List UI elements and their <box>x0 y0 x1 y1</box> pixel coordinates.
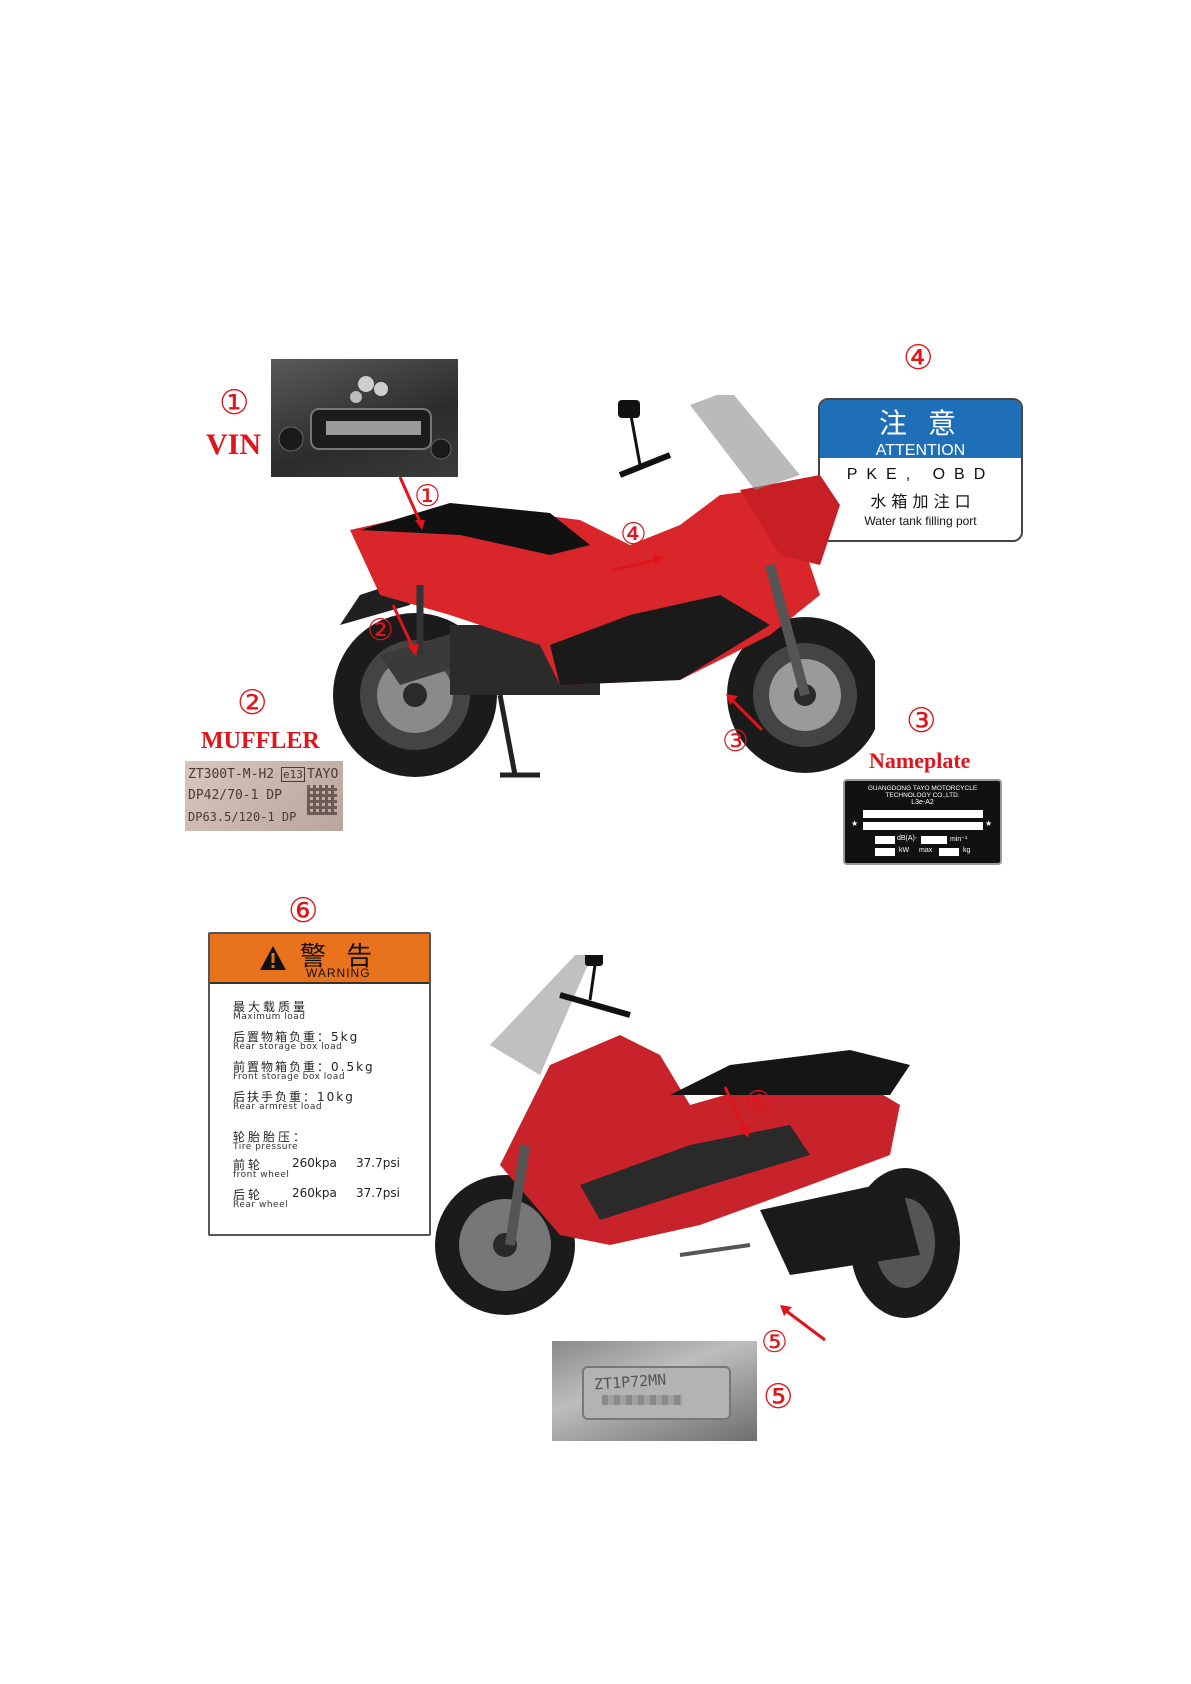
warning-front-kpa: 260kpa <box>292 1156 337 1170</box>
muffler-mark: e13 <box>281 767 305 782</box>
muffler-callout-number: ② <box>237 683 268 723</box>
warning-header: 警 告 WARNING <box>210 934 429 984</box>
engine-arrow <box>780 1305 826 1342</box>
warning-triangle-icon <box>260 946 286 970</box>
warning-arrow <box>723 1086 751 1138</box>
nameplate-star-right: ★ <box>985 819 993 828</box>
attention-arrow <box>612 554 664 572</box>
warning-label: 警 告 WARNING 最大载质量 Maximum load 后置物箱负重：5k… <box>208 932 431 1236</box>
warning-front-cn: 前轮 <box>233 1158 264 1172</box>
scooter-top-image <box>333 395 875 778</box>
warning-rear-kpa: 260kpa <box>292 1186 337 1200</box>
warning-item-3-cn: 前置物箱负重：0.5kg <box>233 1060 375 1074</box>
warning-item-2-en: Rear storage box load <box>233 1042 343 1052</box>
warning-item-4-cn: 后扶手负重：10kg <box>233 1090 355 1104</box>
nameplate-plate: GUANGDONG TAYO MOTORCYCLE TECHNOLOGY CO.… <box>843 779 1002 865</box>
nameplate-callout-on-bike: ③ <box>722 724 749 759</box>
warning-front-en: front wheel <box>233 1170 290 1180</box>
warning-item-2-cn: 后置物箱负重：5kg <box>233 1030 360 1044</box>
muffler-line3: DP63.5/120-1 DP <box>188 810 297 824</box>
engine-serial-blur <box>602 1395 682 1405</box>
nameplate-unit-kw: kW <box>899 847 910 854</box>
vin-callout-label: VIN <box>206 428 262 461</box>
attention-line2-en: Water tank filling port <box>864 514 977 528</box>
nameplate-callout-label: Nameplate <box>869 748 971 773</box>
nameplate-field6 <box>939 848 959 856</box>
muffler-plate-photo: ZT300T-M-H2 e13 TAYO DP42/70-1 DP DP63.5… <box>185 761 343 831</box>
warning-rear-psi: 37.7psi <box>356 1186 400 1200</box>
attention-header: 注 意 ATTENTION <box>820 400 1021 459</box>
nameplate-company1: GUANGDONG TAYO MOTORCYCLE <box>867 785 978 792</box>
muffler-arrow <box>391 604 419 656</box>
warning-tire-en: Tire pressure <box>233 1142 298 1152</box>
attention-title-cn: 注 意 <box>879 407 962 440</box>
nameplate-company2: TECHNOLOGY CO.,LTD. <box>885 792 960 799</box>
warning-front-psi: 37.7psi <box>356 1156 400 1170</box>
nameplate-field1 <box>863 810 983 818</box>
muffler-line2: DP42/70-1 DP <box>188 788 282 803</box>
warning-tire-cn: 轮胎胎压： <box>233 1130 309 1144</box>
nameplate-unit-kg: kg <box>963 847 971 854</box>
attention-line2-cn: 水 箱 加 注 口 <box>870 492 971 511</box>
engine-callout-on-bike: ⑤ <box>761 1325 788 1360</box>
nameplate-field2 <box>863 822 983 830</box>
engine-plate-inset <box>582 1366 731 1420</box>
nameplate-category: L3e-A2 <box>911 799 934 806</box>
engine-number-photo: ZT1P72MN <box>552 1341 757 1441</box>
vin-photo-graphic <box>278 376 452 460</box>
attention-title-en: ATTENTION <box>875 442 966 459</box>
warning-callout-number: ⑥ <box>288 891 319 931</box>
nameplate-field5 <box>875 848 895 856</box>
scooter-bottom-image <box>435 955 960 1318</box>
attention-line1: PKE, OBD <box>846 466 995 483</box>
vin-callout-number: ① <box>219 383 250 423</box>
warning-item-1-cn: 最大载质量 <box>233 1000 309 1014</box>
muffler-callout-label: MUFFLER <box>201 728 320 754</box>
muffler-callout-on-bike: ② <box>367 613 394 648</box>
nameplate-field3 <box>875 836 895 844</box>
nameplate-unit-db: dB(A)- <box>897 835 918 842</box>
nameplate-star-left: ★ <box>851 819 859 828</box>
muffler-brand: TAYO <box>307 767 339 782</box>
warning-callout-on-bike: ⑥ <box>745 1085 772 1120</box>
nameplate-callout-number: ③ <box>906 701 937 741</box>
vin-photo <box>271 359 458 477</box>
warning-item-4-en: Rear armrest load <box>233 1102 323 1112</box>
attention-callout-number: ④ <box>903 338 934 378</box>
nameplate-arrow <box>726 694 764 732</box>
engine-callout-number: ⑤ <box>763 1377 794 1417</box>
attention-callout-on-bike: ④ <box>620 517 647 552</box>
attention-label: 注 意 ATTENTION PKE, OBD 水 箱 加 注 口 Water t… <box>818 398 1023 542</box>
warning-title-cn: 警 告 <box>300 942 379 972</box>
warning-rear-cn: 后轮 <box>233 1188 264 1202</box>
nameplate-field4 <box>921 836 947 844</box>
vin-arrow <box>398 476 425 530</box>
muffler-line1: ZT300T-M-H2 <box>188 767 275 782</box>
nameplate-unit-max: max <box>919 847 933 854</box>
nameplate-unit-min: min⁻¹ <box>950 836 968 843</box>
warning-title-en: WARNING <box>306 966 371 980</box>
warning-rear-en: Rear wheel <box>233 1200 289 1210</box>
warning-item-3-en: Front storage box load <box>233 1072 346 1082</box>
muffler-qr-code <box>307 785 337 815</box>
warning-item-1-en: Maximum load <box>233 1012 306 1022</box>
vin-callout-on-bike: ① <box>414 479 441 514</box>
